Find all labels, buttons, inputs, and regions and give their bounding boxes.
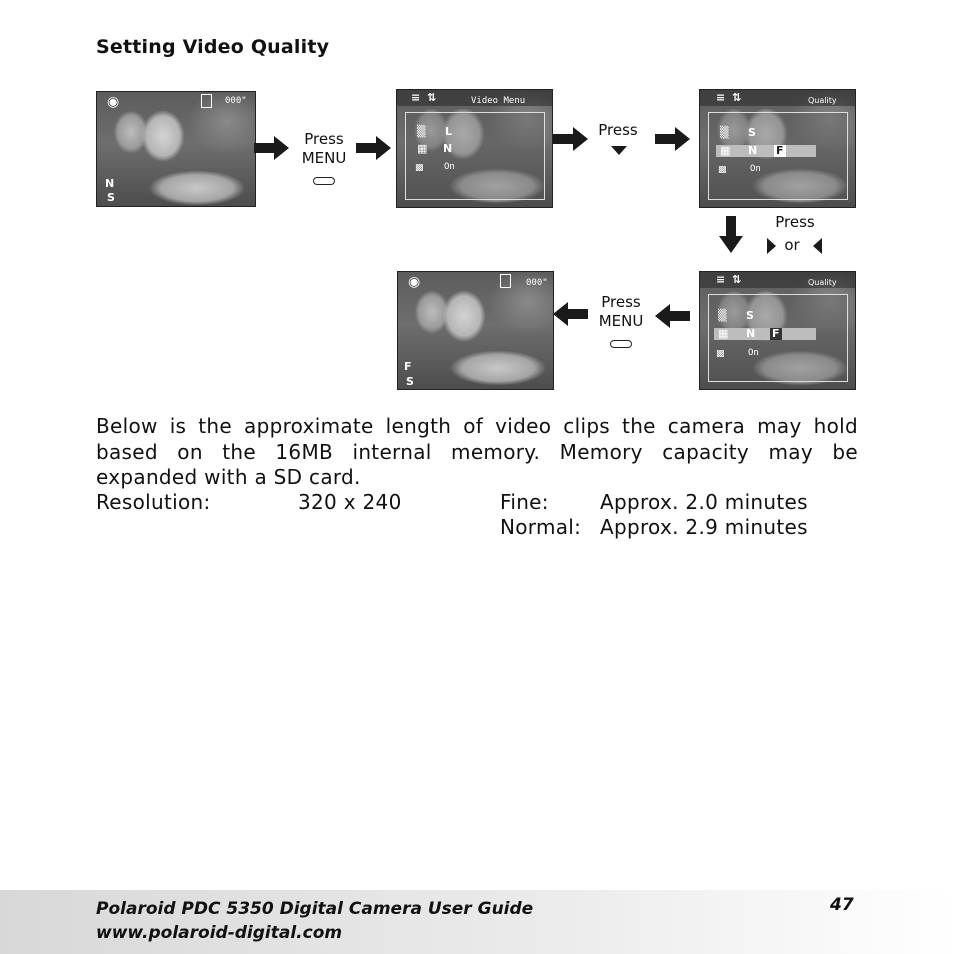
menu-button-icon	[313, 177, 335, 185]
setup-tab-icon: ⇅	[732, 274, 741, 286]
resolution-small-icon: S	[107, 192, 115, 204]
quality-normal-option: N	[746, 328, 755, 340]
quality-normal-icon: N	[105, 178, 114, 190]
setup-tab-icon: ⇅	[427, 92, 436, 104]
page-heading: Setting Video Quality	[96, 36, 329, 58]
clip-counter: 000"	[225, 96, 247, 106]
normal-duration: Approx. 2.9 minutes	[600, 515, 808, 539]
press-label: Press	[592, 293, 650, 312]
menu-button-icon	[610, 340, 632, 348]
menu-tab-icon: ≡	[716, 92, 725, 104]
resolution-icon: ▒	[720, 127, 728, 139]
arrow-left-icon	[553, 302, 589, 326]
normal-label: Normal:	[500, 515, 581, 539]
video-camera-icon: ◉	[408, 276, 420, 288]
sound-icon: ▩	[718, 164, 727, 176]
quality-fine-option: F	[770, 328, 782, 340]
press-label: Press	[590, 121, 646, 140]
page-number: 47	[830, 895, 854, 915]
resolution-value: L	[445, 126, 452, 138]
fine-duration: Approx. 2.0 minutes	[600, 490, 808, 514]
sound-value: On	[750, 164, 761, 174]
resolution-icon: ▒	[718, 310, 726, 322]
website-url: www.polaroid-digital.com	[96, 923, 342, 943]
or-label: or	[782, 236, 802, 255]
menu-title: Video Menu	[471, 96, 525, 106]
menu-panel	[405, 112, 545, 200]
setup-tab-icon: ⇅	[732, 92, 741, 104]
fine-label: Fine:	[500, 490, 549, 514]
video-camera-icon: ◉	[107, 96, 119, 108]
sound-value: On	[444, 162, 455, 172]
arrow-right-icon	[655, 127, 691, 151]
resolution-value: S	[748, 127, 756, 139]
press-label: Press	[293, 130, 355, 149]
selection-highlight	[714, 328, 816, 340]
quality-normal-option: N	[748, 145, 757, 157]
camera-screen-live-view: ◉ 000" N S	[96, 91, 256, 207]
left-button-icon	[812, 238, 823, 255]
arrow-right-icon	[553, 127, 589, 151]
quality-icon: ▦	[718, 328, 728, 340]
quality-icon: ▦	[720, 145, 730, 157]
arrow-right-icon	[356, 136, 392, 160]
arrow-right-icon	[254, 136, 290, 160]
arrow-down-icon	[719, 216, 743, 254]
camera-screen-quality-menu: ≡ ⇅ Quality ▒ S ▦ N F ▩ On	[699, 89, 856, 208]
menu-title: Quality	[808, 96, 837, 105]
memory-card-icon	[201, 94, 212, 108]
resolution-small-icon: S	[406, 376, 414, 388]
camera-screen-live-view-fine: ◉ 000" F S	[397, 271, 554, 390]
resolution-value: 320 x 240	[298, 490, 402, 514]
clip-counter: 000"	[526, 278, 548, 288]
quality-value: N	[443, 143, 452, 155]
resolution-value: S	[746, 310, 754, 322]
page-footer: Polaroid PDC 5350 Digital Camera User Gu…	[0, 890, 954, 954]
sound-icon: ▩	[716, 348, 725, 360]
menu-tab-icon: ≡	[716, 274, 725, 286]
selection-highlight	[716, 145, 816, 157]
menu-title: Quality	[808, 278, 837, 287]
down-button-icon	[611, 146, 627, 156]
press-label: Press	[766, 213, 824, 232]
camera-screen-video-menu: ≡ ⇅ Video Menu ▒ L ▦ N ▩ On	[396, 89, 553, 208]
body-line-2: based on the 16MB internal memory. Memor…	[96, 440, 858, 464]
sound-icon: ▩	[415, 162, 424, 174]
menu-label: MENU	[293, 149, 355, 168]
resolution-label: Resolution:	[96, 490, 211, 514]
quality-fine-option: F	[774, 145, 786, 157]
menu-tab-icon: ≡	[411, 92, 420, 104]
guide-title: Polaroid PDC 5350 Digital Camera User Gu…	[96, 899, 533, 919]
resolution-icon: ▒	[417, 126, 425, 138]
body-line-3: expanded with a SD card.	[96, 465, 361, 489]
menu-label: MENU	[592, 312, 650, 331]
right-button-icon	[766, 238, 777, 255]
arrow-left-icon	[655, 304, 691, 328]
camera-screen-quality-fine: ≡ ⇅ Quality ▒ S ▦ N F ▩ On	[699, 271, 856, 390]
body-line-1: Below is the approximate length of video…	[96, 414, 858, 438]
quality-icon: ▦	[417, 143, 427, 155]
sound-value: On	[748, 348, 759, 358]
memory-card-icon	[500, 274, 511, 288]
quality-fine-icon: F	[404, 361, 412, 373]
